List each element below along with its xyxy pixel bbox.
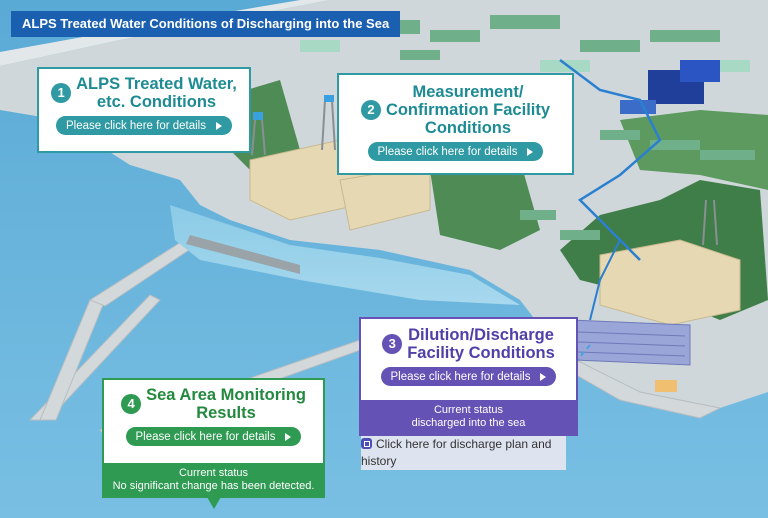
dilution-details-label: Please click here for details (390, 370, 531, 383)
sea-area-status-value: No significant change has been detected. (112, 480, 315, 492)
sea-area-status-panel: Current status No significant change has… (104, 463, 323, 496)
alps-treated-water-callout: 1 ALPS Treated Water, etc. Conditions Pl… (37, 67, 251, 153)
measurement-details-label: Please click here for details (377, 145, 518, 158)
plan-link-line1: Click here for discharge plan and (376, 437, 552, 451)
chevron-right-icon (540, 372, 547, 381)
alps-details-label: Please click here for details (66, 119, 206, 132)
dilution-callout-heading: 3 Dilution/Discharge Facility Conditions (361, 326, 576, 362)
number-badge-4: 4 (121, 394, 142, 415)
dilution-details-button[interactable]: Please click here for details (380, 367, 557, 387)
sea-area-details-button[interactable]: Please click here for details (125, 427, 302, 447)
chevron-right-icon (215, 121, 222, 130)
alps-details-button[interactable]: Please click here for details (56, 116, 232, 136)
dilution-discharge-callout: 3 Dilution/Discharge Facility Conditions… (359, 317, 578, 436)
sea-area-details-label: Please click here for details (135, 430, 276, 443)
dilution-callout-title-line2: Facility Conditions (407, 344, 555, 363)
discharge-plan-history-link[interactable]: Click here for discharge plan and histor… (361, 436, 566, 470)
alps-callout-title-line1: ALPS Treated Water, (76, 75, 237, 93)
measurement-facility-callout: 2 Measurement/ Confirmation Facility Con… (337, 73, 574, 175)
sea-area-status-label: Current status (178, 467, 249, 479)
dilution-status-value: discharged into the sea (411, 417, 526, 429)
dilution-status-label: Current status (433, 404, 504, 416)
external-link-icon (361, 438, 372, 449)
sea-area-callout-title-line1: Sea Area Monitoring (146, 386, 306, 404)
number-badge-3: 3 (382, 334, 403, 355)
plan-link-line2: history (361, 454, 397, 468)
chevron-right-icon (285, 432, 292, 441)
sea-area-callout-heading: 4 Sea Area Monitoring Results (104, 386, 323, 422)
number-badge-2: 2 (360, 100, 381, 121)
measurement-callout-title-line1: Measurement/ (412, 83, 524, 101)
chevron-right-icon (527, 147, 534, 156)
measurement-callout-title-line2: Confirmation Facility (385, 101, 551, 120)
dilution-status-panel: Current status discharged into the sea (361, 400, 576, 434)
alps-callout-heading: 1 ALPS Treated Water, etc. Conditions (39, 75, 249, 111)
number-badge-1: 1 (51, 83, 72, 104)
dilution-callout-title-line1: Dilution/Discharge (408, 326, 554, 344)
sea-area-callout-title-line2: Results (196, 404, 256, 423)
measurement-callout-title-line3: Conditions (424, 119, 512, 138)
alps-callout-title-line2: etc. Conditions (96, 93, 217, 112)
measurement-details-button[interactable]: Please click here for details (367, 142, 544, 162)
measurement-callout-heading: 2 Measurement/ Confirmation Facility Con… (339, 83, 572, 137)
page-title: ALPS Treated Water Conditions of Dischar… (11, 11, 401, 37)
sea-area-monitoring-callout: 4 Sea Area Monitoring Results Please cli… (102, 378, 325, 509)
callout-pointer (207, 497, 221, 509)
